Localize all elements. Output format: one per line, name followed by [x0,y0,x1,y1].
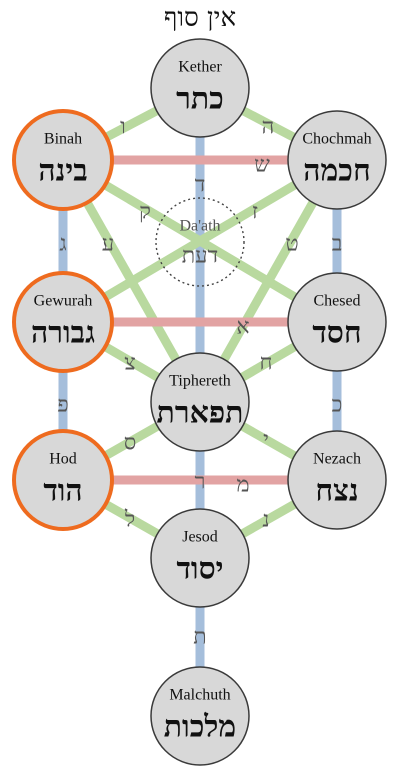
sephirah-circle-nezach [287,430,387,530]
sephirah-malchuth: Malchuth מלכות [150,666,250,766]
sephirah-hebrew-nezach: נצח [315,474,358,509]
sephirah-nezach: Nezach נצח [287,430,387,530]
path-letter-hod-nezach: מ [236,473,249,498]
sephirah-hebrew-malchuth: מלכות [164,710,236,745]
sephirah-name-chesed: Chesed [313,293,360,310]
sephirah-hebrew-binah: בינה [38,154,87,189]
sephirah-circle-tiphereth [150,352,250,452]
path-letter-chochmah-gewurah: ז [252,200,258,225]
path-letter-kether-chochmah: ה [262,115,275,140]
path-letter-tiphereth-jesod: ר [195,470,206,495]
path-letter-chesed-nezach: כ [332,393,343,418]
sephirah-hebrew-hod: הוד [43,474,82,509]
sephirah-circle-jesod [150,508,250,608]
diagram-title: אין סוף [164,3,236,33]
sephirah-gewurah: Gewurah גבורה [12,271,114,373]
path-letter-binah-chesed: ק [139,200,151,225]
sephirah-chesed: Chesed חסד [287,272,387,372]
sephirah-name-tiphereth: Tiphereth [169,373,231,390]
sephirah-name-jesod: Jesod [182,529,218,546]
sephirah-hebrew-jesod: יסוד [176,552,223,587]
sephirah-name-malchuth: Malchuth [169,687,230,704]
daath-hebrew: דעת [182,244,218,269]
path-letter-binah-chochmah: ש [254,153,270,178]
sephirah-name-kether: Kether [178,59,222,76]
sephirah-name-hod: Hod [49,451,77,468]
path-letter-gewurah-tiphereth: צ [124,351,136,376]
sephirah-name-binah: Binah [44,131,82,148]
sephirah-circle-gewurah [12,271,114,373]
sephirah-circle-malchuth [150,666,250,766]
path-letter-gewurah-chesed: א [236,315,249,340]
sephirah-circle-chesed [287,272,387,372]
path-letter-tiphereth-hod: ס [124,431,137,456]
path-letter-nezach-jesod: נ [262,508,269,533]
path-letter-kether-binah: ו [120,115,126,140]
sephirah-circle-hod [12,429,114,531]
path-line-chochmah-gewurah [60,156,340,326]
sephirah-hebrew-gewurah: גבורה [31,316,95,351]
sephirah-name-gewurah: Gewurah [34,293,93,310]
sephirah-name-chochmah: Chochmah [302,131,371,148]
daath-name: Da'ath [179,218,220,235]
path-letter-binah-tiphereth: ע [102,232,114,257]
path-letter-jesod-malchuth: ת [193,625,206,650]
sephirah-circle-kether [150,38,250,138]
path-letter-tiphereth-nezach: י [263,428,269,453]
sephirah-hebrew-kether: כתר [176,82,224,117]
sephirah-tiphereth: Tiphereth תפארת [150,352,250,452]
sephirah-name-nezach: Nezach [313,451,361,468]
sephirah-jesod: Jesod יסוד [150,508,250,608]
sephirah-hod: Hod הוד [12,429,114,531]
path-letter-chochmah-chesed: ב [332,232,343,257]
sephirah-circle-binah [12,109,114,211]
daath-circle [155,197,245,287]
sephirah-hebrew-chochmah: חכמה [303,154,370,189]
sephirah-hebrew-chesed: חסד [312,316,361,351]
path-letter-chesed-tiphereth: ח [259,351,272,376]
path-letter-gewurah-hod: פ [57,393,69,418]
sephirah-binah: Binah בינה [12,109,114,211]
sephirah-chochmah: Chochmah חכמה [287,110,387,210]
path-letter-chochmah-tiphereth: ט [285,232,298,257]
path-letter-hod-jesod: ל [124,508,135,533]
sephirah-hebrew-tiphereth: תפארת [157,396,244,431]
sephirah-circle-chochmah [287,110,387,210]
sephirah-kether: Kether כתר [150,38,250,138]
path-letter-kether-tiphereth: ד [195,173,206,198]
path-letter-binah-gewurah: ג [59,232,66,257]
